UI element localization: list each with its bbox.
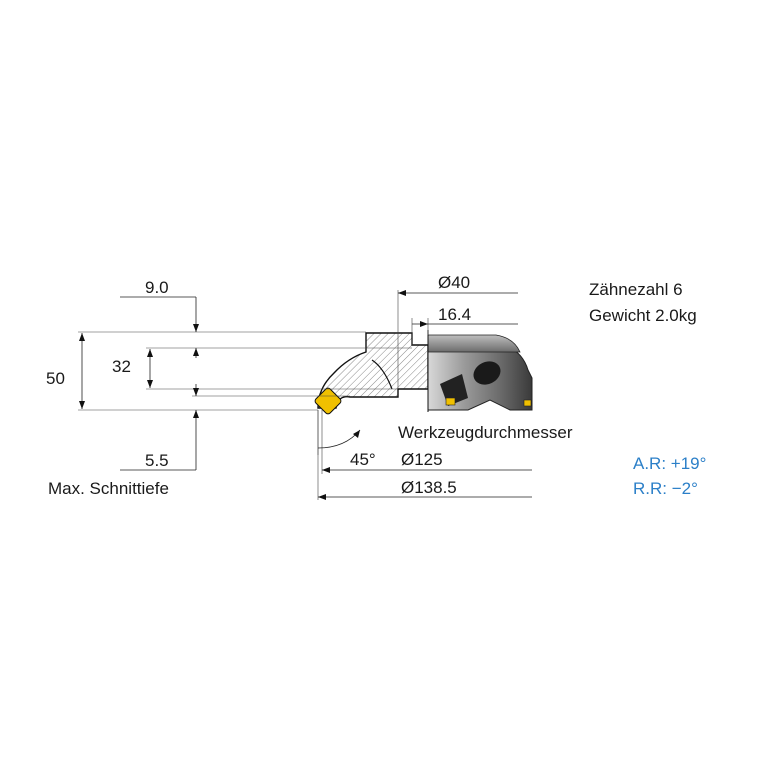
dim-h-total: 50 — [46, 369, 65, 388]
cutter-top — [427, 334, 521, 353]
section-view — [314, 332, 429, 415]
dim-max: Ø138.5 — [401, 478, 457, 497]
spec-teeth: Zähnezahl 6 — [589, 280, 683, 299]
insert-front — [445, 397, 456, 406]
label-tool-diameter: Werkzeugdurchmesser — [398, 423, 573, 442]
horizontal-dimensions — [317, 290, 532, 500]
chip-pocket — [473, 361, 501, 385]
spec-weight: Gewicht 2.0kg — [589, 306, 697, 325]
insert — [314, 387, 342, 415]
label-max-depth: Max. Schnittiefe — [48, 479, 169, 498]
dim-h-body: 32 — [112, 357, 131, 376]
rake-radial: R.R: −2° — [633, 479, 698, 498]
dim-h-top: 9.0 — [145, 278, 169, 297]
dim-hub: 16.4 — [438, 305, 471, 324]
section-notch — [371, 359, 393, 390]
exterior-view — [427, 330, 533, 412]
dim-max-depth: 5.5 — [145, 451, 169, 470]
dim-angle: 45° — [350, 450, 376, 469]
vertical-dimensions — [78, 296, 412, 471]
dim-bore: Ø40 — [438, 273, 470, 292]
dim-tool: Ø125 — [401, 450, 443, 469]
insert-side — [523, 399, 532, 407]
rake-axial: A.R: +19° — [633, 454, 706, 473]
